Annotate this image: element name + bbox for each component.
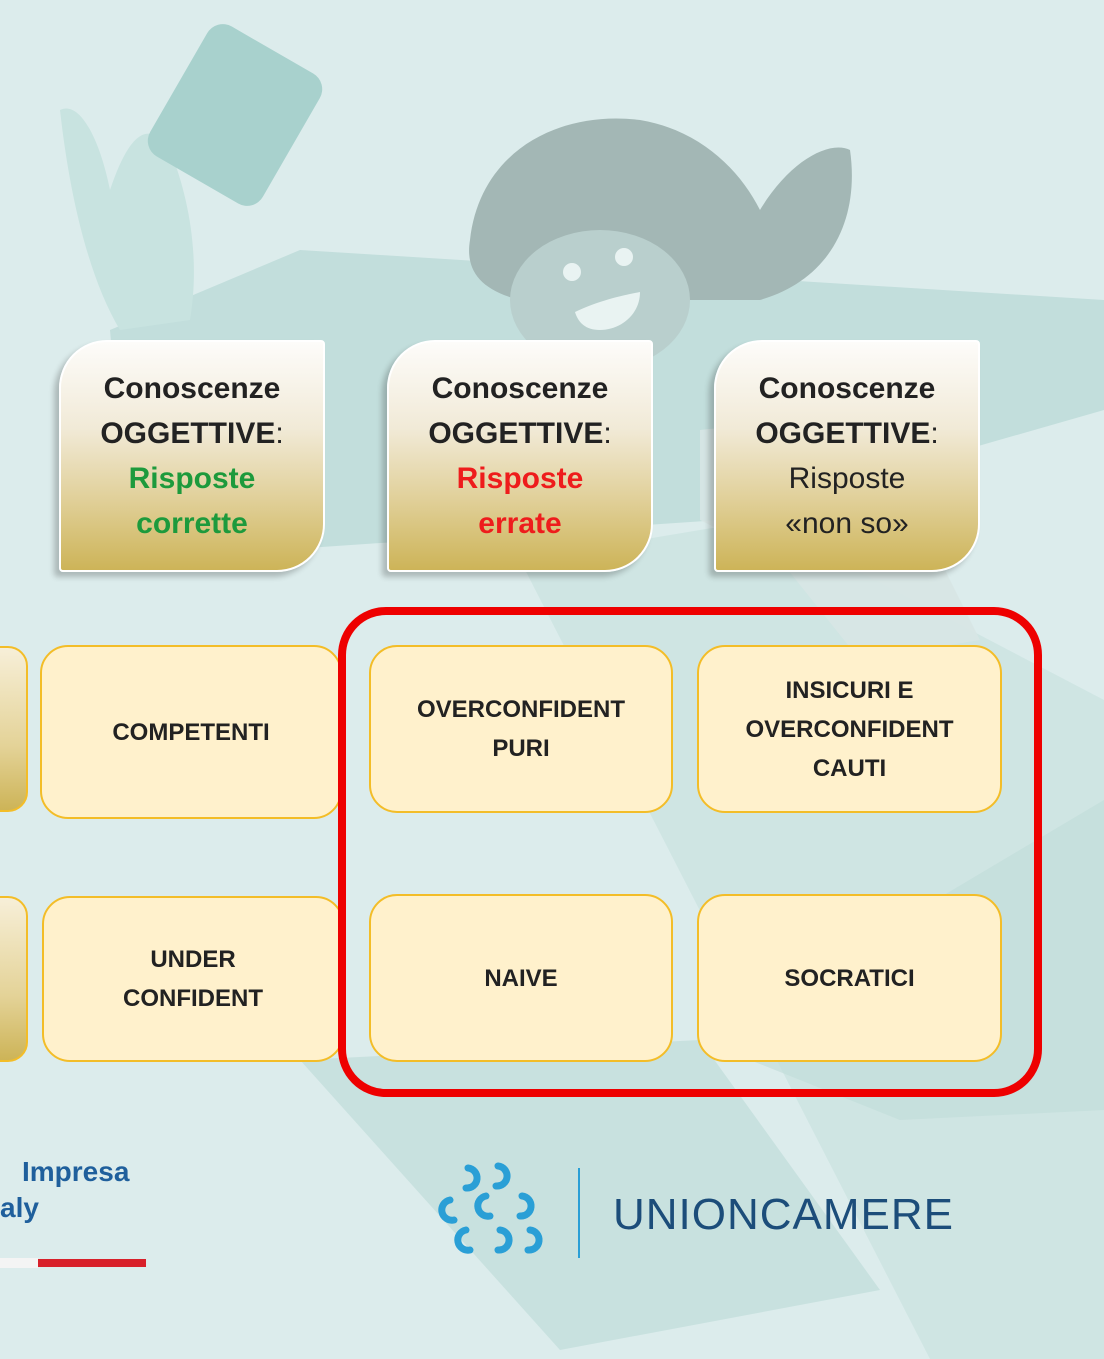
header-colon: : xyxy=(603,417,612,450)
header-wrong-answers: Conoscenze OGGETTIVE: Risposte errate xyxy=(387,340,653,572)
cell-label-line3: CAUTI xyxy=(812,754,887,782)
bg-hand xyxy=(60,108,194,330)
left-edge-box-row2 xyxy=(0,896,28,1062)
cell-label-line2: PURI xyxy=(492,735,550,762)
unioncamere-swirl-icon xyxy=(438,1162,543,1254)
cell-label: NAIVE xyxy=(484,964,558,992)
cell-overconfident-puri: OVERCONFIDENT PURI xyxy=(369,645,673,813)
bg-band-bottom xyxy=(300,1040,880,1350)
highlight-frame xyxy=(338,607,1042,1097)
left-edge-box-row1 xyxy=(0,646,28,812)
cell-label-line2: OVERCONFIDENT xyxy=(745,715,954,743)
cell-socratici: SOCRATICI xyxy=(697,894,1002,1062)
left-logo-text-line1: Impresa xyxy=(22,1156,130,1187)
header-dont-know-answers: Conoscenze OGGETTIVE: Risposte «non so» xyxy=(714,340,980,572)
cell-label-line1: UNDER xyxy=(150,946,236,973)
header-objective: OGGETTIVE xyxy=(100,417,276,450)
header-title: Conoscenze xyxy=(431,372,609,405)
cell-label-line1: OVERCONFIDENT xyxy=(416,696,625,723)
cell-naive: NAIVE xyxy=(369,894,673,1062)
bg-eye-right xyxy=(615,248,633,266)
bg-smile xyxy=(575,292,640,330)
bg-face xyxy=(510,230,690,370)
header-answers: Risposte xyxy=(128,462,256,495)
header-answer-type: «non so» xyxy=(785,507,909,540)
header-correct-answers: Conoscenze OGGETTIVE: Risposte corrette xyxy=(59,340,325,572)
header-answers: Risposte xyxy=(788,462,906,495)
logo-divider xyxy=(578,1168,580,1258)
left-logo-text-line2: aly xyxy=(0,1192,39,1223)
header-answers: Risposte xyxy=(456,462,584,495)
cell-label-line2: CONFIDENT xyxy=(123,985,263,1012)
header-colon: : xyxy=(930,417,939,450)
header-title: Conoscenze xyxy=(103,372,281,405)
bg-card xyxy=(147,24,323,206)
header-colon: : xyxy=(275,417,284,450)
header-answer-type: corrette xyxy=(136,507,248,540)
cell-competenti: COMPETENTI xyxy=(40,645,342,819)
bg-eye-left xyxy=(563,263,581,281)
header-answer-type: errate xyxy=(478,507,562,540)
header-title: Conoscenze xyxy=(758,372,936,405)
cell-label-line1: INSICURI E xyxy=(785,676,914,704)
unioncamere-wordmark: UNIONCAMERE xyxy=(613,1190,955,1239)
cell-insicuri-overconfident-cauti: INSICURI E OVERCONFIDENT CAUTI xyxy=(697,645,1002,813)
header-objective: OGGETTIVE xyxy=(755,417,931,450)
cell-label: SOCRATICI xyxy=(784,964,915,992)
cell-under-confident: UNDER CONFIDENT xyxy=(42,896,344,1062)
cell-label: COMPETENTI xyxy=(112,718,270,746)
italian-flag-stripe xyxy=(0,1258,146,1268)
header-objective: OGGETTIVE xyxy=(428,417,604,450)
